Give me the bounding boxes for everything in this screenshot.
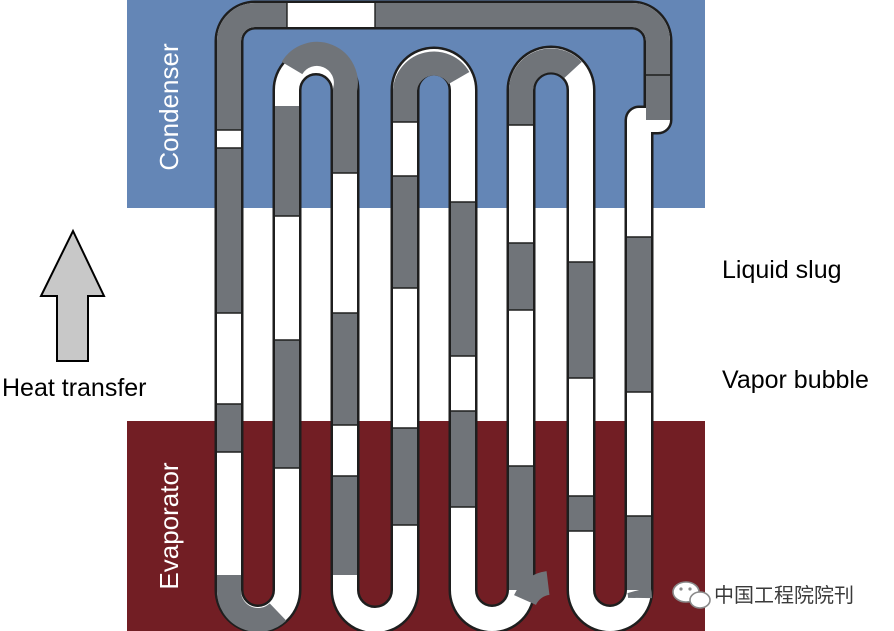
liquid-slug — [217, 575, 287, 631]
vapor-bubble-leader — [659, 377, 719, 413]
liquid-slug — [217, 3, 287, 130]
heat-transfer-arrow-icon — [39, 228, 106, 362]
liquid-slug — [375, 3, 670, 75]
heat-transfer-label: Heat transfer — [2, 374, 147, 402]
liquid-slug — [514, 571, 551, 606]
liquid-slug — [393, 51, 470, 122]
liquid-slug — [627, 586, 652, 599]
wechat-icon — [672, 581, 711, 609]
liquid-slug-label: Liquid slug — [722, 256, 842, 284]
liquid-slug — [281, 41, 358, 173]
serpentine-tube — [214, 0, 673, 631]
watermark-text: 中国工程院院刊 — [714, 583, 854, 607]
liquid-slug — [509, 48, 582, 125]
vapor-bubble-label: Vapor bubble — [722, 366, 869, 394]
condenser-label: Condenser — [154, 43, 184, 171]
evaporator-label: Evaporator — [154, 462, 184, 590]
liquid-slug-leader — [659, 267, 719, 301]
